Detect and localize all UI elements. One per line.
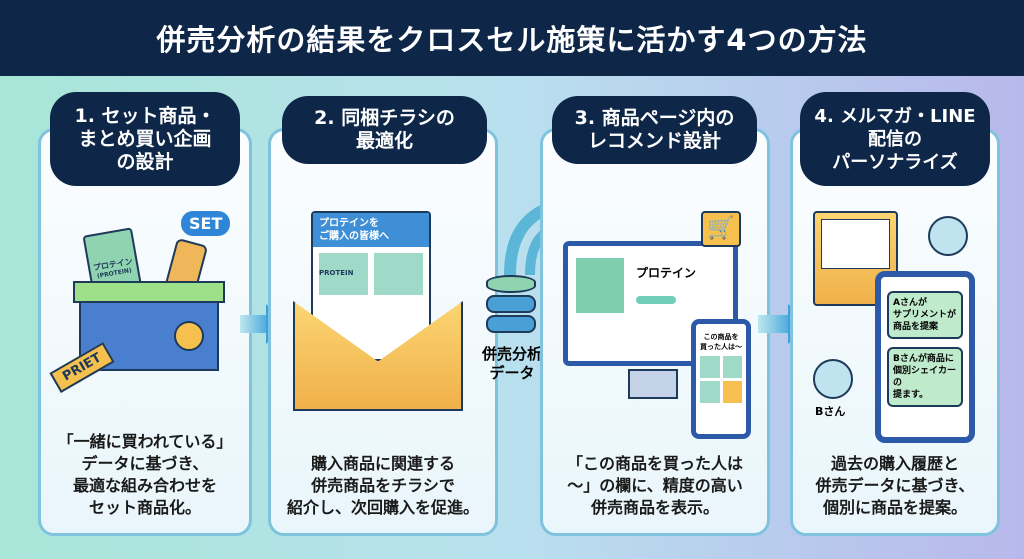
panel-flyer: プロテインを ご購入の皆様へ PROTEIN 購入商品に関連する 併売商品をチラ… — [268, 128, 498, 536]
phone-icon: この商品を 買った人は〜 — [691, 319, 751, 439]
label-line: 併売分析 — [481, 345, 542, 363]
desc-line: 〜」の欄に、精度の高い — [567, 476, 743, 495]
panel-recommend: プロテイン 🛒 この商品を 買った人は〜 「この商品を買った人は 〜」の欄に、精… — [540, 128, 770, 536]
desc-line: 併売商品をチラシで — [311, 476, 455, 495]
product-image — [576, 258, 624, 313]
panel-description: 購入商品に関連する 併売商品をチラシで 紹介し、次回購入を促進。 — [271, 453, 495, 519]
heading-line: 2. 同梱チラシの — [314, 107, 455, 129]
heading-line: 最適化 — [355, 130, 413, 152]
bubble-line: 個別シェイカーの — [893, 366, 957, 388]
flyer-illustration: プロテインを ご購入の皆様へ PROTEIN — [311, 211, 431, 361]
database-icon — [486, 275, 536, 335]
desc-line: 個別に商品を提案。 — [822, 498, 967, 517]
bubble-line: サプリメントが — [893, 310, 957, 320]
desc-line: 過去の購入履歴と — [830, 454, 959, 473]
flow-arrow — [240, 315, 268, 333]
desc-line: セット商品化。 — [88, 498, 201, 517]
data-label: 併売分析 データ — [470, 345, 554, 383]
user-a-avatar — [928, 216, 968, 256]
panel-set-products: プロテイン (PROTEIN) SET PRIET 「一緒に買われている」 デー… — [38, 128, 252, 536]
chat-bubble-a: Aさんが サプリメントが 商品を提案 — [887, 291, 963, 339]
monitor-stand — [628, 369, 678, 399]
heading-line: 1. セット商品・ — [74, 104, 216, 127]
phone-line: 買った人は〜 — [700, 343, 742, 351]
panel-heading: 3. 商品ページ内のレコメンド設計 — [552, 96, 757, 164]
heading-line: まとめ買い企画 — [78, 127, 212, 150]
heading-line: の設計 — [116, 150, 174, 173]
page-title: 併売分析の結果をクロスセル施策に活かす4つの方法 — [0, 0, 1024, 76]
panel-description: 「この商品を買った人は 〜」の欄に、精度の高い 併売商品を表示。 — [543, 453, 767, 519]
heading-line: 3. 商品ページ内の — [574, 107, 735, 129]
smartphone-icon: Aさんが サプリメントが 商品を提案 Bさんが商品に 個別シェイカーの 提ます。 — [875, 271, 975, 443]
chat-bubble-b: Bさんが商品に 個別シェイカーの 提ます。 — [887, 347, 963, 407]
desc-line: 最適な組み合わせを — [72, 476, 217, 495]
heading-line: パーソナライズ — [832, 151, 958, 173]
product-name: プロテイン — [636, 266, 697, 280]
desc-line: 「一緒に買われている」 — [57, 432, 233, 451]
shaker-image — [374, 253, 423, 295]
flow-arrow — [758, 315, 790, 333]
desc-line: 購入商品に関連する — [310, 454, 455, 473]
heading-line: 4. メルマガ・LINE — [814, 105, 976, 127]
bubble-line: Bさんが商品に — [893, 354, 954, 364]
set-badge: SET — [181, 211, 231, 236]
flyer-product-image: PROTEIN — [319, 253, 368, 295]
phone-line: この商品を — [703, 333, 739, 341]
heading-line: レコメンド設計 — [587, 130, 721, 152]
desc-line: 併売商品を表示。 — [590, 498, 719, 517]
panel-heading: 2. 同梱チラシの最適化 — [282, 96, 487, 164]
label-line: データ — [489, 364, 535, 382]
flyer-title-line: ご購入の皆様へ — [319, 231, 389, 242]
panel-heading: 1. セット商品・まとめ買い企画の設計 — [50, 92, 240, 186]
ribbon-badge-icon — [174, 321, 204, 351]
bubble-line: 提ます。 — [893, 390, 929, 400]
heading-line: 配信の — [868, 128, 922, 150]
bubble-line: Aさんが — [893, 298, 927, 308]
desc-line: 紹介し、次回購入を促進。 — [286, 498, 479, 517]
flyer-title-line: プロテインを — [319, 218, 379, 229]
user-b-avatar — [813, 359, 853, 399]
user-b-label: Bさん — [815, 405, 846, 418]
bubble-line: 商品を提案 — [893, 322, 939, 332]
panel-personalize: Aさんが サプリメントが 商品を提案 Bさんが商品に 個別シェイカーの 提ます。… — [790, 128, 1000, 536]
desc-line: 併売データに基づき、 — [815, 476, 975, 495]
box-lid-icon — [73, 281, 225, 303]
cart-icon: 🛒 — [701, 211, 741, 247]
panel-description: 「一緒に買われている」 データに基づき、 最適な組み合わせを セット商品化。 — [41, 431, 249, 519]
desc-line: 「この商品を買った人は — [566, 454, 743, 473]
flyer-header: プロテインを ご購入の皆様へ — [313, 213, 429, 247]
add-button — [636, 296, 676, 304]
desc-line: データに基づき、 — [81, 454, 209, 473]
panel-description: 過去の購入履歴と 併売データに基づき、 個別に商品を提案。 — [793, 453, 997, 519]
